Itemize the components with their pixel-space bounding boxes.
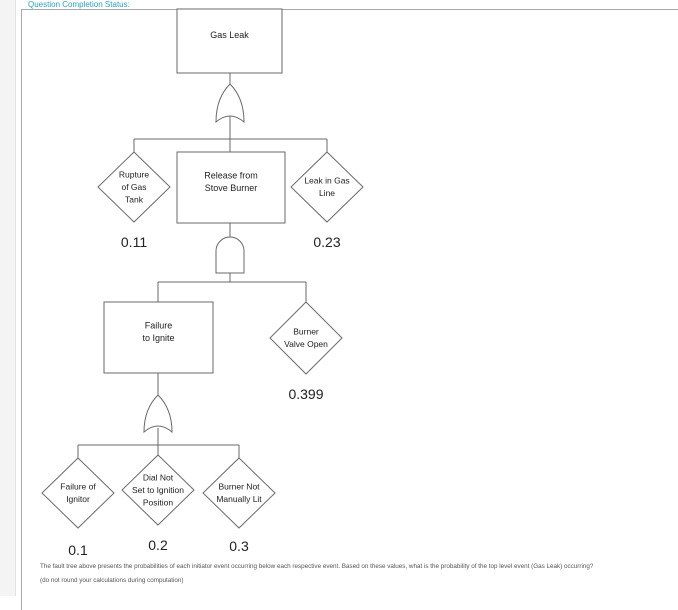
top-event-gas-leak-label: Gas Leak <box>210 30 249 40</box>
question-frame <box>21 9 678 610</box>
probability-dial: 0.2 <box>148 537 168 553</box>
or-gate-icon <box>143 394 173 434</box>
event-leak-in-gas-line <box>290 151 364 223</box>
event-dial-not-set <box>121 454 195 526</box>
event-release-from-stove-burner <box>176 151 286 224</box>
probability-valve: 0.399 <box>288 386 323 402</box>
question-note: (do not round your calculations during c… <box>40 577 184 584</box>
probability-manual: 0.3 <box>229 538 249 554</box>
left-gutter <box>0 0 15 596</box>
event-rupture-of-gas-tank <box>97 151 171 223</box>
event-burner-not-manually-lit <box>202 457 276 529</box>
divider <box>15 0 16 596</box>
top-event-gas-leak <box>176 8 283 74</box>
event-failure-of-ignitor <box>41 457 115 529</box>
event-failure-to-ignite <box>103 301 214 374</box>
and-gate-icon <box>215 236 245 274</box>
or-gate-icon <box>215 83 245 124</box>
question-text: The fault tree above presents the probab… <box>40 563 594 570</box>
probability-leak: 0.23 <box>313 234 340 250</box>
probability-rupture: 0.11 <box>121 234 147 250</box>
event-burner-valve-open <box>269 301 343 375</box>
probability-ignitor: 0.1 <box>68 542 88 558</box>
question-completion-status: Question Completion Status: <box>28 0 130 9</box>
